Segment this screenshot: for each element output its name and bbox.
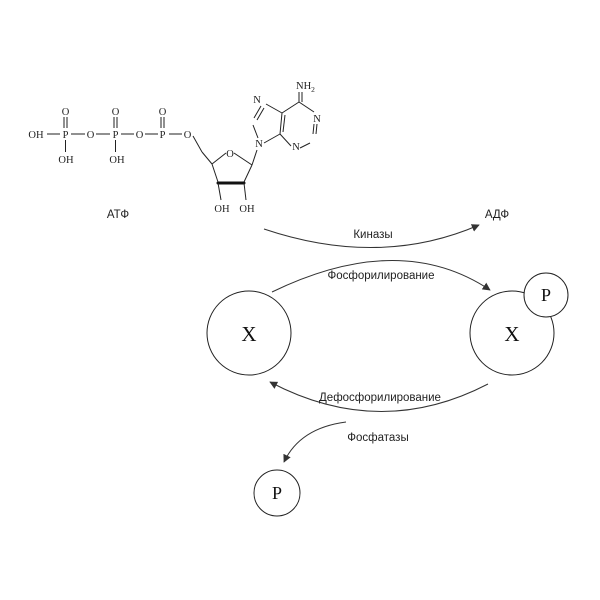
oh-1-bottom-label: OH xyxy=(58,155,74,166)
oxygen-ester-label: O xyxy=(184,130,192,141)
amino-nh-text: NH xyxy=(296,81,312,92)
oh-ribose-3-label: OH xyxy=(239,204,255,215)
phosphorus-1-label: P xyxy=(63,130,69,141)
atp-label: АТФ xyxy=(107,209,129,221)
nitrogen-7-label: N xyxy=(253,95,261,106)
amino-group-label: NH2 xyxy=(296,81,315,94)
phosphate-chain xyxy=(47,117,203,153)
amino-subscript-text: 2 xyxy=(311,85,315,94)
kinases-arrow xyxy=(263,224,480,248)
phosphate-attached-circle xyxy=(523,272,569,318)
phosphatases-arrow xyxy=(283,421,347,463)
phosphate-released: P xyxy=(253,469,301,517)
phosphorylation-arrow xyxy=(271,260,491,293)
phosphorus-2-label: P xyxy=(113,130,119,141)
protein-x-left-label: X xyxy=(241,322,256,346)
dephosphorylation-arrow xyxy=(269,381,489,412)
oh-2-bottom-label: OH xyxy=(109,155,125,166)
oh-ribose-2-label: OH xyxy=(214,204,230,215)
nitrogen-3-label: N xyxy=(292,142,300,153)
phosphate-released-label: P xyxy=(272,483,282,503)
nitrogen-9-label: N xyxy=(255,139,263,150)
protein-x-unphosphorylated: X xyxy=(206,290,292,376)
oh-left-label: OH xyxy=(28,130,44,141)
oxygen-1-top-label: O xyxy=(62,107,70,118)
phosphatases-label: Фосфатазы xyxy=(347,432,408,444)
phosphate-attached-label: P xyxy=(541,285,551,305)
adp-label: АДФ xyxy=(485,209,510,221)
adenine-base: N N N N NH2 xyxy=(252,81,321,153)
oxygen-bridge-2-label: O xyxy=(136,130,144,141)
nitrogen-1-label: N xyxy=(313,114,321,125)
protein-x-phosphorylated: X P xyxy=(469,272,569,376)
dephosphorylation-label: Дефосфорилирование xyxy=(319,392,441,404)
phosphate-atoms: OH P O OH O P O OH O P O O xyxy=(28,107,191,166)
phosphorus-3-label: P xyxy=(160,130,166,141)
kinases-label: Киназы xyxy=(353,229,392,241)
ribose-ring: O OH OH xyxy=(201,149,258,215)
protein-x-right-label: X xyxy=(504,322,519,346)
phosphorylation-label: Фосфорилирование xyxy=(327,270,434,282)
atp-molecule: OH P O OH O P O OH O P O O O OH OH xyxy=(28,81,321,215)
ring-oxygen-label: O xyxy=(226,149,234,160)
oxygen-3-top-label: O xyxy=(159,107,167,118)
oxygen-2-top-label: O xyxy=(112,107,120,118)
oxygen-bridge-1-label: O xyxy=(87,130,95,141)
